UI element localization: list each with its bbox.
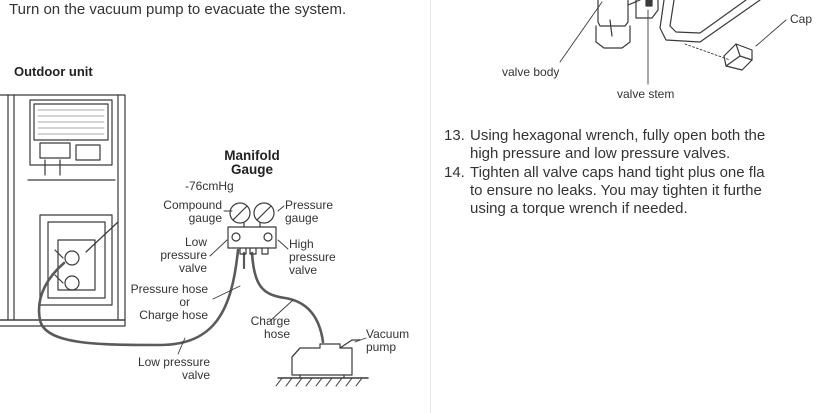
step-item: 13. Using hexagonal wrench, fully open b… [444,127,830,163]
cap-label: Cap [790,12,813,26]
column-divider [430,0,431,413]
pressure-hose-label-line: Charge hose [139,308,208,322]
step-line: Using hexagonal wrench, fully open both … [470,127,766,144]
intro-text: Turn on the vacuum pump to evacuate the … [9,1,347,18]
vacuum-pump-illustration [276,340,368,386]
low-pressure-valve-label-line: valve [178,261,207,275]
manifold-title-line2: Gauge [230,162,273,177]
valve-stem-label: valve stem [617,87,675,101]
high-pressure-valve-label-line: High [289,237,314,251]
low-pressure-valve-bottom-label-line: Low pressure [137,355,210,369]
manifold-gauge-illustration [228,203,276,254]
charge-hose [252,253,323,342]
high-pressure-valve-label-line: pressure [289,250,336,264]
step-line: using a torque wrench if needed. [470,200,688,217]
valve-body-label: valve body [502,65,560,79]
pressure-hose-label: Pressure hose or Charge hose [110,283,208,322]
vacuum-pump-label-line: Vacuum [366,327,410,341]
manifold-title-line1: Manifold [224,148,280,163]
low-pressure-hose [39,250,238,345]
pressure-gauge-label-line: Pressure [285,198,334,212]
pressure-hose-label-line: or [179,295,190,309]
step-number: 13. [444,127,465,144]
compound-gauge-label-line: Compound [163,198,222,212]
compound-gauge-label: Compound gauge [150,199,222,225]
step-number: 14. [444,164,465,181]
charge-hose-label: Charge hose [240,315,290,341]
leader-lines-right [560,2,786,84]
vacuum-pump-label: Vacuum pump [366,328,409,354]
step-line: to ensure no leaks. You may tighten it f… [470,182,762,199]
manifold-gauge-title: Manifold Gauge [212,149,292,177]
step-line: Tighten all valve caps hand tight plus o… [470,164,765,181]
pressure-gauge-label: Pressure gauge [285,199,333,225]
outdoor-unit-illustration [0,95,125,326]
leader-lines-left [178,206,366,354]
pressure-gauge-label-line: gauge [285,211,319,225]
charge-hose-label-line: Charge [250,314,290,328]
compound-gauge-label-line: gauge [188,211,222,225]
outdoor-unit-title: Outdoor unit [14,64,93,79]
low-pressure-valve-label-line: Low [184,235,207,249]
low-pressure-valve-label-line: pressure [160,248,207,262]
low-pressure-valve-bottom-label: Low pressure valve [120,356,210,382]
vacuum-reading-label: -76cmHg [185,179,234,193]
low-pressure-valve-label: Low pressure valve [140,236,207,275]
step-item: 14. Tighten all valve caps hand tight pl… [444,164,830,218]
service-valve-illustration [596,0,760,70]
high-pressure-valve-label: High pressure valve [289,238,336,277]
step-line: high pressure and low pressure valves. [470,145,731,162]
instruction-steps: 13. Using hexagonal wrench, fully open b… [444,127,830,219]
high-pressure-valve-label-line: valve [289,263,318,277]
low-pressure-valve-bottom-label-line: valve [181,368,210,382]
pressure-hose-label-line: Pressure hose [130,282,208,296]
vacuum-pump-label-line: pump [366,340,397,354]
charge-hose-label-line: hose [263,327,290,341]
